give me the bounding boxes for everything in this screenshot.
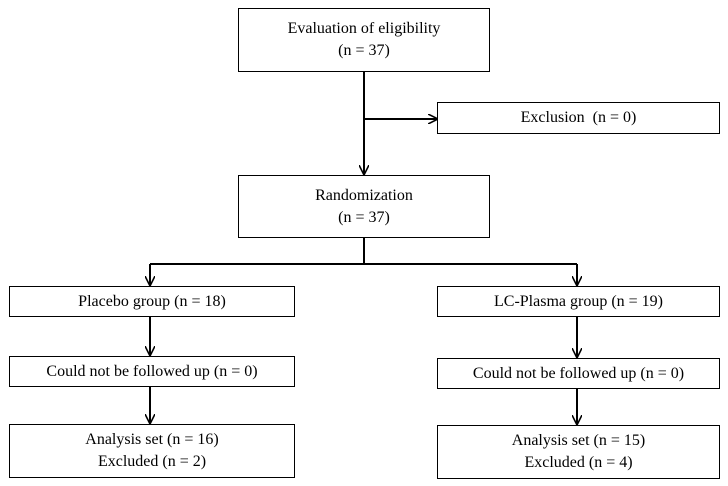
lc-plasma-group-box: LC-Plasma group (n = 19) xyxy=(437,286,720,317)
lc-plasma-group-label: LC-Plasma group (n = 19) xyxy=(494,292,663,310)
lc-plasma-analysis-box: Analysis set (n = 15) Excluded (n = 4) xyxy=(437,425,720,479)
placebo-analysis-set: Analysis set (n = 16) xyxy=(85,431,219,448)
randomization-count: (n = 37) xyxy=(338,208,390,226)
eligibility-count: (n = 37) xyxy=(338,42,390,59)
lc-plasma-followup-label: Could not be followed up (n = 0) xyxy=(472,364,685,382)
eligibility-box: Evaluation of eligibility (n = 37) xyxy=(238,8,490,72)
placebo-analysis-box: Analysis set (n = 16) Excluded (n = 2) xyxy=(9,424,295,478)
exclusion-box: Exclusion (n = 0) xyxy=(437,102,720,134)
placebo-followup-box: Could not be followed up (n = 0) xyxy=(9,356,295,387)
randomization-title: Randomization xyxy=(315,186,413,204)
placebo-group-label: Placebo group (n = 18) xyxy=(78,292,226,310)
placebo-followup-label: Could not be followed up (n = 0) xyxy=(46,362,258,380)
exclusion-label: Exclusion (n = 0) xyxy=(520,109,637,126)
lc-plasma-analysis-set: Analysis set (n = 15) xyxy=(511,432,646,449)
eligibility-title: Evaluation of eligibility xyxy=(287,20,441,37)
lc-plasma-excluded: Excluded (n = 4) xyxy=(524,454,633,471)
placebo-group-box: Placebo group (n = 18) xyxy=(9,286,295,317)
placebo-excluded: Excluded (n = 2) xyxy=(97,453,207,470)
lc-plasma-followup-box: Could not be followed up (n = 0) xyxy=(437,358,720,389)
randomization-box: Randomization (n = 37) xyxy=(238,175,490,238)
